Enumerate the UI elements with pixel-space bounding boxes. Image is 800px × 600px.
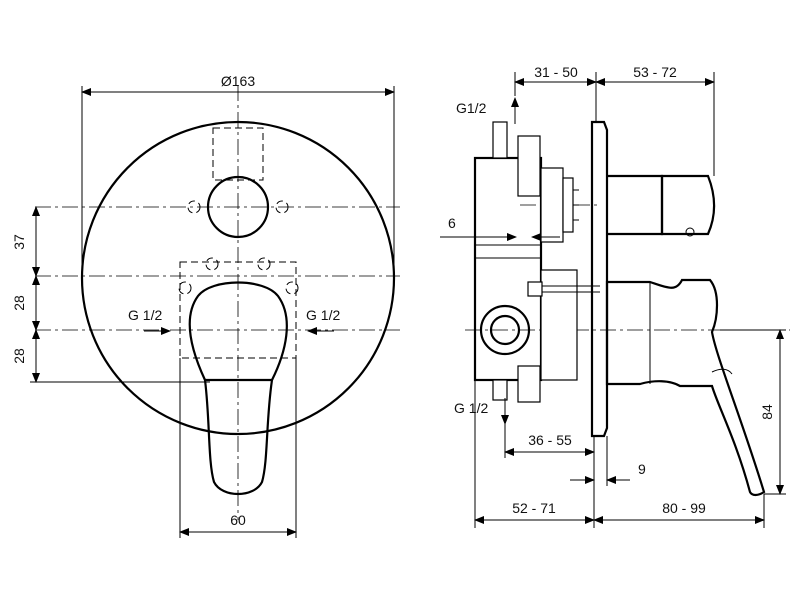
label-bottom-outlet: G 1/2 — [454, 400, 488, 416]
lever-body — [188, 281, 288, 381]
flange-bottom — [517, 365, 541, 403]
label-diameter: Ø163 — [221, 73, 255, 89]
label-53-72: 53 - 72 — [633, 64, 677, 80]
lever-side-curve — [711, 368, 733, 375]
diverter-nut — [562, 177, 574, 233]
outlet-ring-outer — [479, 304, 531, 356]
label-52-71: 52 - 71 — [512, 500, 556, 516]
bottom-stub — [492, 379, 508, 401]
hidden-hole-4 — [257, 257, 271, 271]
side-view: G1/2 G 1/2 31 - 50 53 - 72 6 36 - 55 9 5 — [440, 64, 790, 528]
flange-top — [517, 135, 541, 197]
label-left-inlet: G 1/2 — [128, 307, 162, 323]
top-stub — [492, 121, 508, 159]
cover-plate — [80, 120, 396, 436]
label-60: 60 — [230, 512, 246, 528]
label-9: 9 — [638, 461, 646, 477]
label-37: 37 — [11, 234, 27, 250]
label-top-outlet: G1/2 — [456, 100, 487, 116]
label-84: 84 — [759, 404, 775, 420]
hidden-hole-1 — [187, 200, 201, 214]
label-28-top: 28 — [11, 295, 27, 311]
knob-head — [660, 174, 716, 236]
label-36-55: 36 - 55 — [528, 432, 572, 448]
lever-grip — [203, 378, 274, 495]
hidden-hole-3 — [205, 257, 219, 271]
mixing-cartridge — [540, 269, 578, 381]
hidden-hole-5 — [178, 281, 192, 295]
label-28-bottom: 28 — [11, 348, 27, 364]
knob-shaft — [607, 174, 664, 236]
knob-dot — [685, 227, 695, 237]
hidden-box-top — [212, 127, 264, 181]
label-31-50: 31 - 50 — [534, 64, 578, 80]
hidden-box-mid — [179, 261, 297, 359]
hidden-hole-2 — [275, 200, 289, 214]
diverter-knob — [206, 175, 270, 239]
mixer-body — [473, 156, 543, 382]
front-view: Ø163 37 28 28 G 1/2 G 1/2 60 — [11, 73, 400, 538]
cover-plate-edge — [590, 120, 609, 438]
label-6: 6 — [448, 215, 456, 231]
hidden-hole-6 — [285, 281, 299, 295]
outlet-ring-inner — [489, 314, 521, 346]
lever-side — [605, 278, 766, 497]
label-80-99: 80 - 99 — [662, 500, 706, 516]
label-right-inlet: G 1/2 — [306, 307, 340, 323]
diverter-cartridge — [540, 167, 564, 243]
screw-head — [527, 281, 543, 297]
